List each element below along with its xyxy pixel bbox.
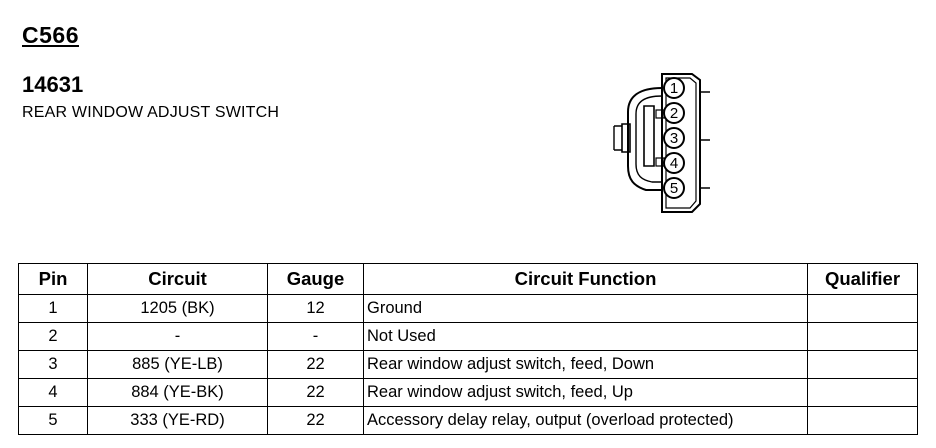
pin-4: 4 (663, 152, 685, 174)
part-description: REAR WINDOW ADJUST SWITCH (22, 104, 280, 121)
pinout-table: Pin Circuit Gauge Circuit Function Quali… (18, 263, 918, 435)
part-number: 14631 (22, 72, 84, 97)
column-header-qualifier: Qualifier (807, 263, 918, 295)
table-row: 3 885 (YE-LB) 22 Rear window adjust swit… (18, 350, 918, 379)
column-header-function: Circuit Function (363, 263, 808, 295)
cell-circuit: - (87, 322, 268, 351)
column-header-gauge: Gauge (267, 263, 364, 295)
cell-pin: 2 (18, 322, 88, 351)
connector-face-diagram: 1 2 3 4 5 (613, 73, 710, 213)
cell-gauge: 12 (267, 294, 364, 323)
cell-qualifier (807, 350, 918, 379)
pin-5: 5 (663, 177, 685, 199)
pin-cavities: 1 2 3 4 5 (663, 77, 685, 199)
cell-function: Rear window adjust switch, feed, Up (363, 378, 808, 407)
cell-qualifier (807, 294, 918, 323)
pin-5-label: 5 (670, 180, 678, 197)
cell-gauge: 22 (267, 350, 364, 379)
pin-1-label: 1 (670, 80, 678, 97)
cell-gauge: - (267, 322, 364, 351)
pin-2: 2 (663, 102, 685, 124)
cell-pin: 1 (18, 294, 88, 323)
table-row: 2 - - Not Used (18, 322, 918, 351)
cell-circuit: 885 (YE-LB) (87, 350, 268, 379)
column-header-circuit: Circuit (87, 263, 268, 295)
pin-2-label: 2 (670, 105, 678, 122)
cell-qualifier (807, 406, 918, 435)
cell-pin: 4 (18, 378, 88, 407)
cell-qualifier (807, 378, 918, 407)
table-header-row: Pin Circuit Gauge Circuit Function Quali… (18, 263, 918, 295)
connector-id: C566 (22, 22, 79, 48)
column-header-pin: Pin (18, 263, 88, 295)
pin-3-label: 3 (670, 130, 678, 147)
connector-housing (613, 73, 710, 213)
cell-function: Rear window adjust switch, feed, Down (363, 350, 808, 379)
pin-1: 1 (663, 77, 685, 99)
pin-4-label: 4 (670, 155, 678, 172)
table-row: 4 884 (YE-BK) 22 Rear window adjust swit… (18, 378, 918, 407)
cell-pin: 3 (18, 350, 88, 379)
cell-pin: 5 (18, 406, 88, 435)
cell-function: Not Used (363, 322, 808, 351)
table-row: 5 333 (YE-RD) 22 Accessory delay relay, … (18, 406, 918, 435)
pin-3: 3 (663, 127, 685, 149)
cell-qualifier (807, 322, 918, 351)
cell-function: Accessory delay relay, output (overload … (363, 406, 808, 435)
cell-function: Ground (363, 294, 808, 323)
table-row: 1 1205 (BK) 12 Ground (18, 294, 918, 323)
cell-gauge: 22 (267, 406, 364, 435)
cell-circuit: 1205 (BK) (87, 294, 268, 323)
cell-gauge: 22 (267, 378, 364, 407)
cell-circuit: 333 (YE-RD) (87, 406, 268, 435)
cell-circuit: 884 (YE-BK) (87, 378, 268, 407)
